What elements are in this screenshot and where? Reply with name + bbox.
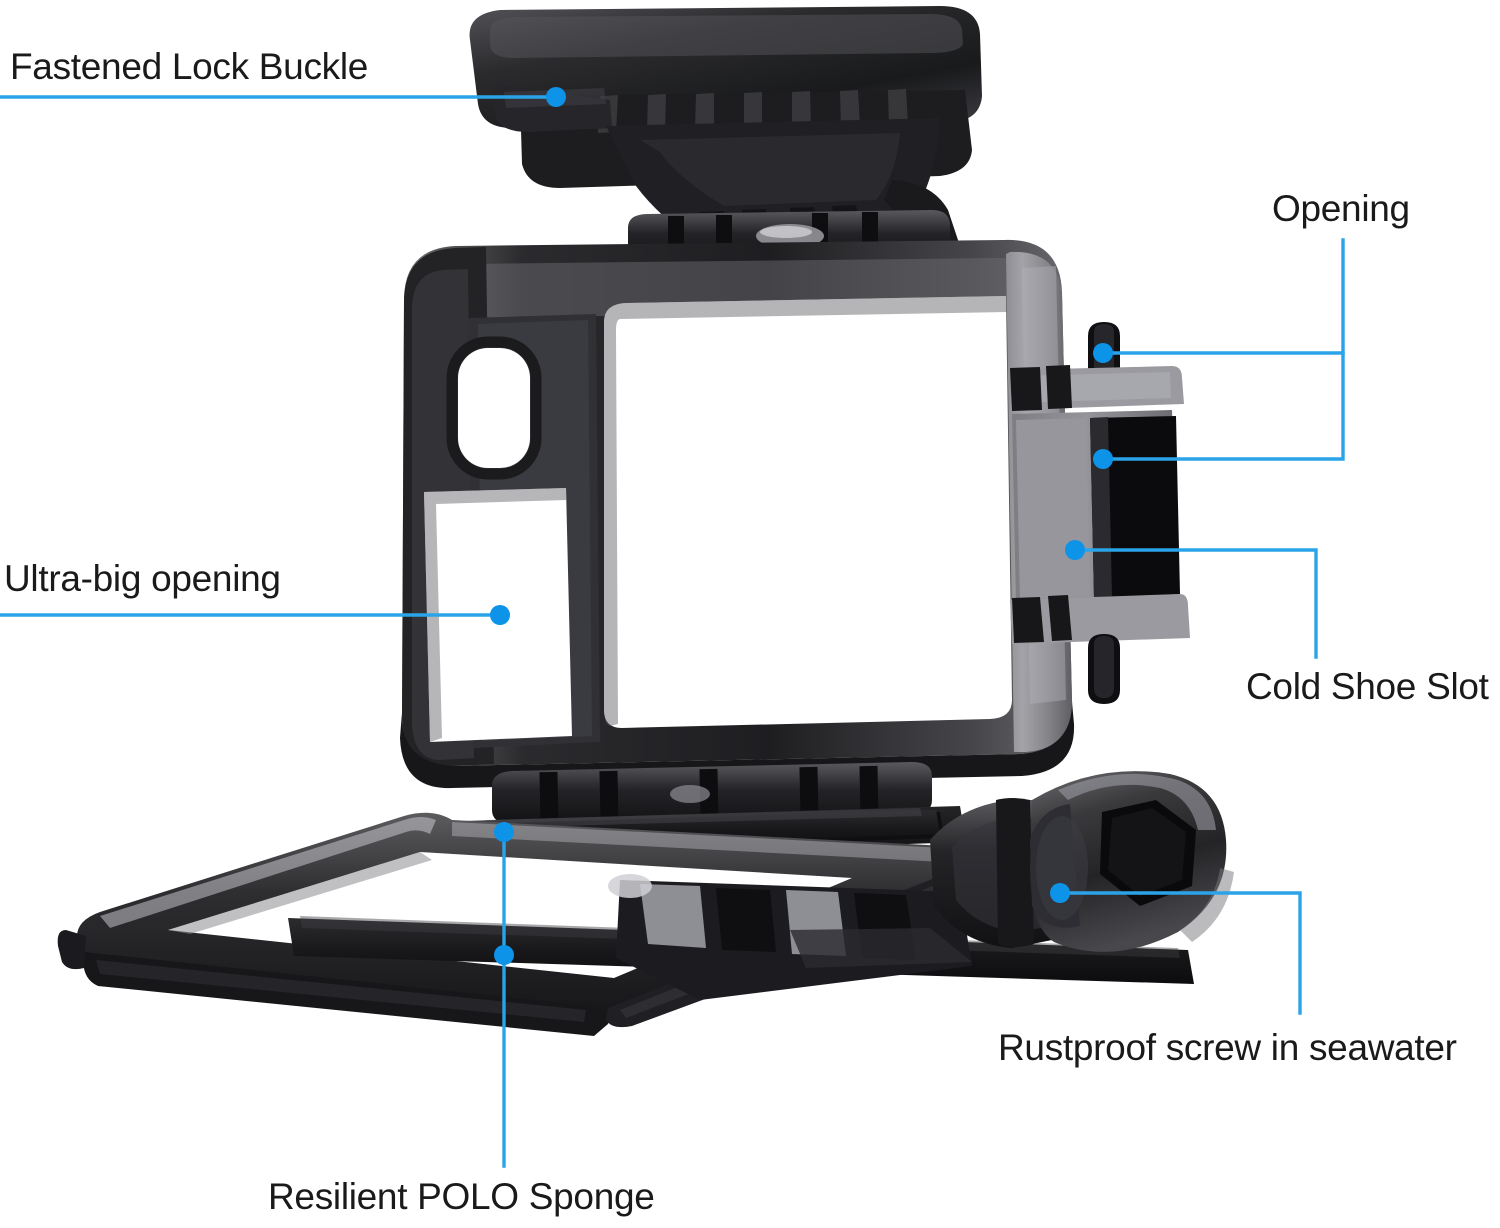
lock-buckle-part	[469, 6, 982, 262]
thumbscrew-part	[930, 771, 1234, 952]
callout-label-cold-shoe-slot: Cold Shoe Slot	[1246, 666, 1489, 707]
callout-label-rustproof-screw: Rustproof screw in seawater	[998, 1027, 1457, 1068]
bottom-hinge-part	[492, 762, 932, 825]
callout-label-ultra-big-opening: Ultra-big opening	[4, 558, 281, 599]
frame-body-part	[400, 239, 1190, 789]
callout-label-fastened-lock-buckle: Fastened Lock Buckle	[10, 46, 369, 87]
mount-base-part	[608, 874, 972, 1000]
callout-label-resilient-polo-sponge: Resilient POLO Sponge	[268, 1176, 655, 1217]
callout-label-opening: Opening	[1272, 188, 1410, 229]
